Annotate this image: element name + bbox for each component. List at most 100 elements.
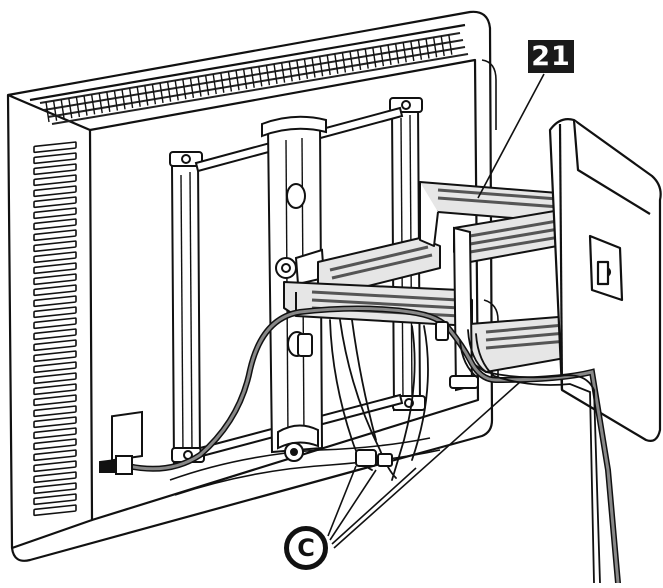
side-vent-slot (33, 493, 77, 506)
vent-slat (410, 40, 415, 62)
side-vent-slot (33, 262, 77, 275)
vent-slat (334, 53, 339, 74)
vent-slat (52, 100, 58, 121)
side-vent-slot (33, 163, 77, 176)
tv-top-vent-slats (45, 34, 453, 123)
side-vent-slot (33, 328, 77, 341)
side-vent-slot (33, 141, 77, 154)
cable-ties (297, 321, 449, 467)
side-vent-slot (33, 460, 77, 473)
vent-slat (394, 43, 400, 64)
vent-slat (288, 61, 293, 82)
vent-slat (136, 86, 141, 107)
vent-slat (250, 67, 255, 88)
signal-cables (329, 319, 601, 584)
vent-slat (448, 34, 453, 55)
step-number-badge: 21 (528, 40, 574, 73)
vent-slat (68, 98, 73, 119)
side-vent-slot (33, 284, 77, 297)
power-outlet (99, 410, 143, 475)
vent-slat (182, 79, 187, 100)
tv-side-vent (33, 141, 77, 517)
vent-slat (417, 39, 423, 60)
leader-lines (327, 73, 545, 549)
side-vent-slot (33, 394, 77, 407)
vent-slat (113, 90, 119, 111)
side-vent-slot (33, 339, 77, 352)
side-vent-slot (33, 416, 77, 429)
vent-slat (265, 65, 271, 86)
side-vent-slot (33, 152, 77, 165)
vent-slat (212, 73, 217, 95)
vent-slat (151, 84, 157, 105)
side-vent-slot (33, 196, 77, 209)
vent-slat (128, 87, 134, 109)
power-cable-core (126, 307, 620, 585)
wall-plate (548, 118, 662, 442)
callout-label: C (284, 526, 328, 570)
vent-slat (318, 56, 324, 77)
vent-slat (258, 66, 263, 87)
side-vent-slot (33, 306, 77, 319)
tv-top-vent (39, 32, 469, 125)
side-vent-slot (33, 471, 77, 484)
elbow-post (449, 226, 479, 392)
side-vent-slot (33, 273, 77, 286)
vent-slat (83, 95, 88, 116)
side-vent-slot (33, 251, 77, 264)
vent-slat (280, 62, 286, 83)
vent-slat (432, 37, 438, 58)
vent-slat (425, 38, 430, 59)
side-vent-slot (33, 174, 77, 187)
vent-slat (166, 81, 172, 102)
vent-slat (326, 54, 331, 76)
vent-slat (296, 59, 301, 81)
center-spine (261, 115, 327, 462)
side-vent-slot (33, 372, 77, 385)
side-vent-slot (33, 185, 77, 198)
side-vent-slot (33, 295, 77, 308)
vent-slat (227, 71, 233, 92)
side-vent-slot (33, 504, 77, 517)
vent-slat (387, 44, 392, 65)
side-vent-slot (33, 383, 77, 396)
vent-slat (303, 58, 309, 79)
vent-slat (60, 99, 65, 120)
side-vent-slot (33, 240, 77, 253)
side-vent-slot (33, 449, 77, 462)
vent-slat (75, 96, 81, 118)
side-vent-slot (33, 438, 77, 451)
vent-slat (90, 94, 96, 115)
vent-slat (197, 76, 202, 97)
vent-slat (364, 48, 369, 69)
vent-slat (174, 80, 179, 101)
vent-slat (45, 101, 50, 123)
vent-slat (311, 57, 316, 78)
tv-right-edge (481, 59, 499, 380)
vent-slat (372, 47, 377, 68)
vent-slat (144, 85, 149, 106)
vent-slat (121, 89, 126, 110)
left-vertical-rail (169, 151, 205, 468)
vent-slat (379, 46, 385, 67)
side-vent-slot (33, 317, 77, 330)
side-vent-slot (33, 218, 77, 231)
side-vent-slot (33, 229, 77, 242)
side-vent-slot (33, 482, 77, 495)
vent-slat (159, 82, 164, 104)
vent-slat (349, 51, 354, 72)
vent-slat (189, 77, 195, 98)
side-vent-slot (33, 350, 77, 363)
vent-slat (341, 52, 347, 73)
vent-slat (98, 93, 103, 114)
side-vent-slot (33, 427, 77, 440)
tv-bottom-contour (169, 437, 441, 496)
vent-slat (356, 49, 362, 71)
vent-slat (204, 75, 210, 96)
side-vent-slot (33, 405, 77, 418)
vent-slat (273, 63, 278, 85)
vent-slat (235, 70, 240, 91)
side-vent-slot (33, 361, 77, 374)
